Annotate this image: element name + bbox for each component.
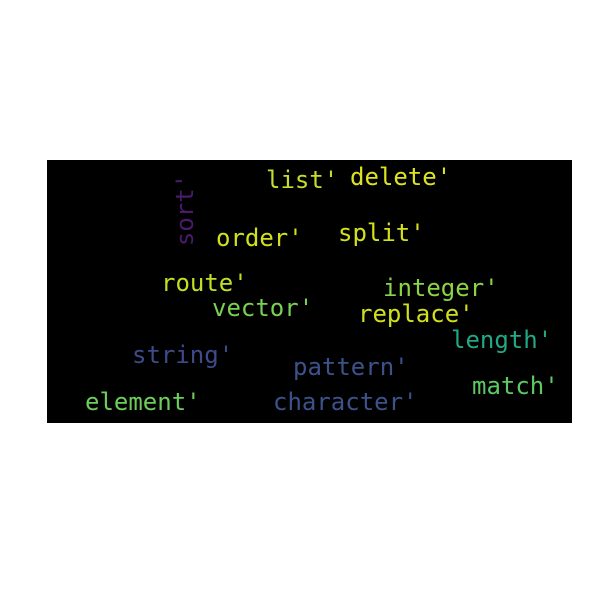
- word-pattern: pattern': [293, 353, 409, 381]
- word-vector: vector': [212, 294, 314, 322]
- word-sort: sort': [171, 173, 200, 247]
- word-split: split': [338, 219, 425, 247]
- word-replace: replace': [358, 300, 474, 328]
- word-delete: delete': [350, 163, 452, 191]
- word-string: string': [132, 341, 234, 369]
- word-integer: integer': [383, 274, 499, 302]
- word-element: element': [85, 388, 201, 416]
- word-order: order': [216, 224, 303, 252]
- word-match: match': [472, 372, 559, 400]
- word-character: character': [273, 388, 418, 416]
- word-route: route': [161, 269, 248, 297]
- word-length: length': [451, 326, 553, 354]
- word-list: list': [266, 166, 339, 194]
- word-cloud: list' delete' sort' order' split' route'…: [47, 160, 572, 423]
